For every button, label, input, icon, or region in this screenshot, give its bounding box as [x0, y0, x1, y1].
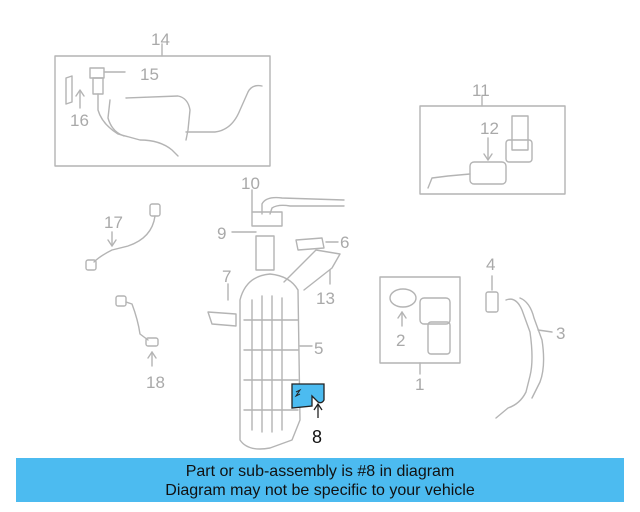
callout-7: 7	[222, 267, 232, 286]
callout-16: 16	[70, 111, 89, 130]
part-8-highlight	[291, 383, 325, 418]
callout-1: 1	[415, 375, 425, 394]
callout-14: 14	[151, 30, 170, 49]
callout-12: 12	[480, 119, 499, 138]
callout-17: 17	[104, 213, 123, 232]
callout-8: 8	[312, 427, 323, 447]
canister-assembly	[207, 189, 345, 450]
info-banner: Part or sub-assembly is #8 in diagram Di…	[16, 458, 624, 502]
box-11	[419, 95, 566, 195]
part-17	[85, 203, 161, 271]
part-18	[115, 295, 159, 367]
callout-5: 5	[314, 339, 324, 358]
callout-10: 10	[241, 174, 260, 193]
callout-11: 11	[472, 81, 490, 100]
box-14	[54, 43, 271, 167]
callout-4: 4	[486, 255, 496, 274]
callout-15: 15	[140, 65, 159, 84]
callout-6: 6	[340, 233, 350, 252]
callout-9: 9	[217, 224, 227, 243]
banner-line-2: Diagram may not be specific to your vehi…	[165, 482, 475, 499]
callout-13: 13	[316, 289, 335, 308]
callout-3: 3	[556, 324, 566, 343]
box-1	[379, 276, 461, 375]
callout-18: 18	[146, 373, 165, 392]
callout-2: 2	[396, 331, 406, 350]
part-3-4	[485, 275, 553, 419]
parts-diagram	[54, 43, 566, 450]
banner-line-1: Part or sub-assembly is #8 in diagram	[185, 463, 455, 480]
